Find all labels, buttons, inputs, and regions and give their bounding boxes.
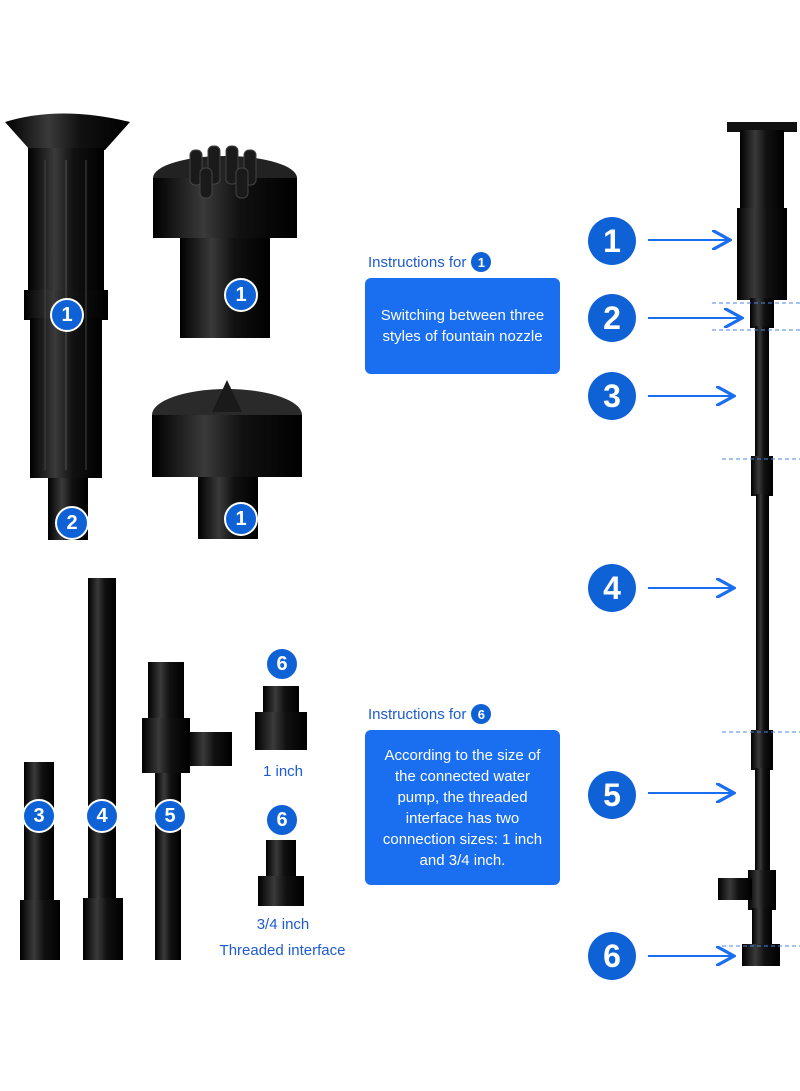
- instructions-6-box: According to the size of the connected w…: [365, 730, 560, 885]
- tube-5-tee: [142, 662, 232, 960]
- instructions-1-badge: 1: [471, 252, 492, 272]
- badge-1-text: 1: [61, 304, 72, 326]
- badge-6-adapter-1: 6: [265, 647, 299, 681]
- callout-arrows: [648, 240, 740, 956]
- svg-text:1: 1: [603, 223, 621, 259]
- instructions-6-heading: Instructions for 6: [368, 704, 492, 724]
- badge-4-tube: 4: [85, 799, 119, 833]
- badge-5-tube: 5: [153, 799, 187, 833]
- tube-4: [83, 578, 123, 960]
- instructions-1-box: Switching between three styles of founta…: [365, 278, 560, 374]
- instructions-6-heading-text: Instructions for: [368, 705, 467, 723]
- instructions-1-text: Switching between three styles of founta…: [380, 307, 545, 345]
- callout-badge-3: 3: [588, 372, 636, 420]
- callout-badge-4: 4: [588, 564, 636, 612]
- callout-badge-6: 6: [588, 932, 636, 980]
- svg-text:1: 1: [235, 508, 246, 530]
- svg-text:6: 6: [276, 653, 287, 675]
- svg-text:4: 4: [603, 570, 621, 606]
- callout-badge-5: 5: [588, 771, 636, 819]
- svg-text:4: 4: [96, 805, 108, 827]
- svg-text:5: 5: [603, 777, 621, 813]
- svg-text:2: 2: [603, 300, 621, 336]
- badge-1-dome: 1: [224, 502, 258, 536]
- caption-3-4-inch: 3/4 inch: [256, 916, 310, 933]
- badge-6-adapter-2: 6: [265, 803, 299, 837]
- svg-text:3: 3: [603, 378, 621, 414]
- caption-threaded-interface: Threaded interface: [219, 942, 346, 959]
- svg-text:5: 5: [164, 805, 175, 827]
- instructions-1-heading-text: Instructions for: [368, 253, 467, 271]
- svg-text:6: 6: [603, 938, 621, 974]
- callout-badge-2: 2: [588, 294, 636, 342]
- svg-text:2: 2: [66, 512, 77, 534]
- badge-1-tall-nozzle: 1: [50, 298, 84, 332]
- segment-separators: [712, 302, 800, 947]
- svg-text:3: 3: [33, 805, 44, 827]
- tube-3: [20, 762, 60, 960]
- instructions-6-badge: 6: [471, 704, 492, 724]
- badge-1-multi-jet: 1: [224, 278, 258, 312]
- badge-3-tube: 3: [22, 799, 56, 833]
- svg-text:6: 6: [276, 809, 287, 831]
- multi-jet-nozzle: [153, 145, 297, 338]
- instructions-6-text: According to the size of the connected w…: [382, 746, 543, 869]
- svg-text:1: 1: [235, 284, 246, 306]
- adapter-3-4-inch: [258, 840, 304, 906]
- caption-1-inch: 1 inch: [262, 763, 304, 780]
- badge-2-tall-nozzle: 2: [55, 506, 89, 540]
- adapter-1-inch: [255, 686, 307, 750]
- callout-badge-1: 1: [588, 217, 636, 265]
- instructions-1-heading: Instructions for 1: [368, 252, 492, 272]
- assembled-fountain: [718, 122, 797, 966]
